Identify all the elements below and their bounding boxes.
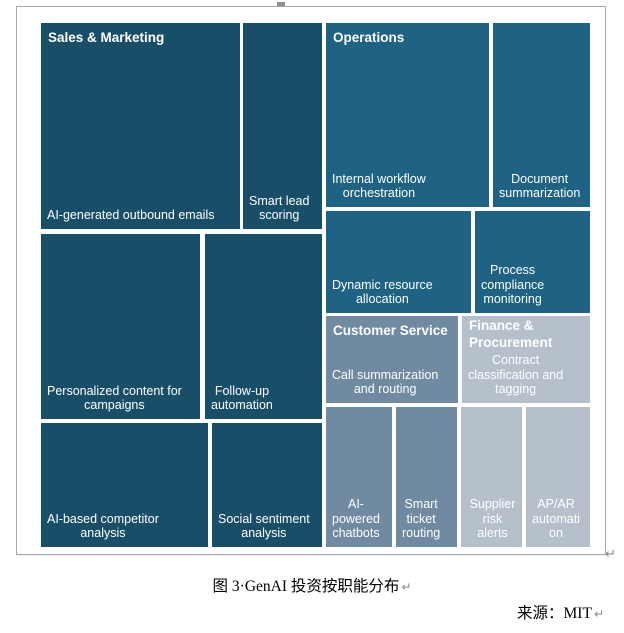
treemap-tile-ap-ar-automation: AP/AR automati on — [526, 407, 590, 547]
treemap-tile-ai-powered-chatbots: AI- powered chatbots — [326, 407, 392, 547]
tile-label: Call summarization and routing — [332, 367, 439, 397]
treemap-tile-ai-based-competitor-analysis: AI-based competitor analysis — [41, 423, 208, 547]
tile-label: AP/AR automati on — [532, 496, 580, 541]
group-header-sales-marketing: Sales & Marketing — [48, 30, 165, 45]
treemap-tile-smart-ticket-routing: Smart ticket routing — [396, 407, 457, 547]
treemap-figure-image[interactable]: Sales & Marketing AI-generated outbound … — [16, 6, 606, 555]
group-header-finance-procurement: Finance & Procurement — [469, 318, 553, 350]
treemap-tile-process-compliance-monitoring: Process compliance monitoring — [475, 211, 590, 313]
tile-label: Process compliance monitoring — [481, 262, 545, 307]
treemap-tile-social-sentiment-analysis: Social sentiment analysis — [212, 423, 322, 547]
treemap-tile-call-summarization-routing: Customer Service Call summarization and … — [326, 316, 458, 403]
tile-label: Contract classification and tagging — [468, 352, 564, 397]
tile-label: Follow-up automation — [211, 383, 273, 413]
treemap-tile-dynamic-resource-allocation: Dynamic resource allocation — [326, 211, 471, 313]
source-text: 来源：MIT — [517, 605, 592, 622]
tile-label: AI- powered chatbots — [332, 496, 380, 541]
figure-caption-text: 图 3·GenAI 投资按职能分布 — [212, 578, 400, 595]
source-line: 来源：MIT↵ — [517, 601, 604, 623]
tile-label: Social sentiment analysis — [218, 511, 310, 541]
treemap-tile-document-summarization: Document summarization — [493, 23, 590, 207]
group-header-operations: Operations — [333, 30, 405, 45]
treemap-tile-follow-up-automation: Follow-up automation — [205, 234, 322, 419]
treemap-tile-personalized-content: Personalized content for campaigns — [41, 234, 200, 419]
tile-label: Document summarization — [499, 171, 581, 201]
paragraph-mark-source: ↵ — [593, 607, 604, 621]
tile-label: AI-based competitor analysis — [47, 511, 159, 541]
tile-label: Internal workflow orchestration — [332, 171, 426, 201]
paragraph-mark-caption: ↵ — [401, 580, 412, 594]
tile-label: AI-generated outbound emails — [47, 208, 215, 223]
treemap-tile-supplier-risk-alerts: Supplier risk alerts — [461, 407, 522, 547]
tile-label: Smart lead scoring — [249, 193, 310, 223]
paragraph-mark-after-figure: ↵ — [605, 547, 616, 562]
tile-label: Dynamic resource allocation — [332, 277, 433, 307]
group-header-customer-service: Customer Service — [333, 323, 448, 338]
tile-label: Personalized content for campaigns — [47, 383, 182, 413]
tile-label: Smart ticket routing — [402, 496, 441, 541]
treemap-tile-smart-lead-scoring: Smart lead scoring — [243, 23, 322, 229]
figure-caption: 图 3·GenAI 投资按职能分布↵ — [0, 574, 624, 596]
genai-investment-treemap: Sales & Marketing AI-generated outbound … — [41, 23, 590, 547]
treemap-tile-ai-generated-outbound-emails: Sales & Marketing AI-generated outbound … — [41, 23, 240, 229]
tile-label: Supplier risk alerts — [469, 496, 516, 541]
treemap-tile-internal-workflow-orchestration: Operations Internal workflow orchestrati… — [326, 23, 489, 207]
treemap-tile-contract-classification-tagging: Finance & Procurement Contract classific… — [462, 316, 590, 403]
image-anchor-handle — [277, 2, 285, 6]
